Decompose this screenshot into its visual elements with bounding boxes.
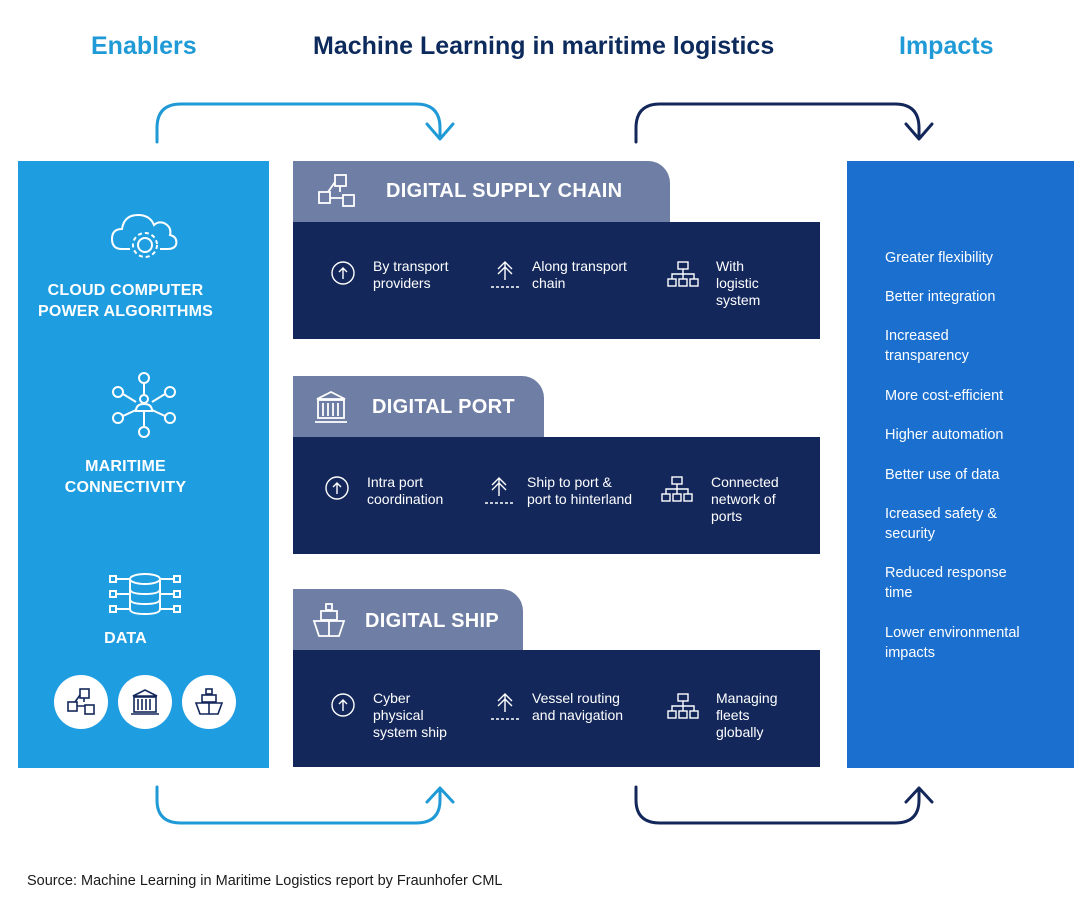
- impact-item: Better use of data: [885, 467, 1000, 483]
- arrow-circle-up-icon: [331, 261, 355, 285]
- digital-supply-chain-box: [293, 222, 820, 339]
- impact-item: More cost-efficient: [885, 388, 1004, 404]
- enablers-heading: Enablers: [91, 32, 197, 60]
- impact-item: Better integration: [885, 289, 996, 305]
- arrow-circle-up-icon: [325, 476, 349, 500]
- cloud-gear-icon: [110, 213, 178, 258]
- digital-port-box: [293, 437, 820, 554]
- section-item-text: Connected network of ports: [711, 474, 779, 524]
- impacts-heading: Impacts: [899, 32, 994, 60]
- impact-item: Icreased safety & security: [885, 506, 998, 542]
- section-title: DIGITAL PORT: [372, 396, 515, 418]
- hierarchy-icon: [661, 476, 693, 502]
- page-title: Machine Learning in maritime logistics: [313, 32, 775, 60]
- section-item-text: Ship to port & port to hinterland: [527, 474, 633, 507]
- port-icon: [315, 390, 347, 423]
- ship-icon: [312, 603, 346, 637]
- top-left-arrowhead: [425, 122, 455, 141]
- impacts-panel: [847, 161, 1074, 768]
- network-hub-icon: [112, 372, 176, 438]
- section-item-text: By transport providers: [373, 258, 449, 291]
- impact-item: Higher automation: [885, 427, 1004, 443]
- section-item-text: Managing fleets globally: [716, 690, 778, 740]
- section-item-text: Cyber physical system ship: [373, 690, 447, 740]
- impact-item: Increased transparency: [885, 328, 969, 364]
- arrow-up-line-icon: [485, 477, 513, 504]
- supply-chain-icon: [67, 688, 95, 715]
- arrow-up-line-icon: [491, 693, 519, 720]
- enabler-cloud-label: CLOUD COMPUTER POWER ALGORITHMS: [37, 282, 214, 320]
- enablers-panel: [18, 161, 269, 768]
- section-item-text: Along transport chain: [532, 258, 627, 291]
- bottom-left-arrowhead: [425, 786, 455, 804]
- ship-circle: [182, 675, 236, 729]
- bottom-right-arrowhead: [904, 786, 934, 804]
- digital-port-tab: [293, 376, 544, 438]
- section-item-text: Vessel routing and navigation: [532, 690, 624, 723]
- database-icon: [109, 573, 181, 616]
- supply-chain-icon: [318, 174, 355, 207]
- arrow-up-line-icon: [491, 261, 519, 288]
- section-item-text: Intra port coordination: [367, 474, 444, 507]
- section-item-text: With logistic system: [716, 258, 761, 308]
- hierarchy-icon: [667, 693, 699, 719]
- bottom-left-flow-arrow: [155, 785, 442, 825]
- impact-item: Lower environmental impacts: [885, 625, 1020, 661]
- hierarchy-icon: [667, 261, 699, 287]
- impact-item: Greater flexibility: [885, 250, 993, 266]
- section-title: DIGITAL SHIP: [365, 610, 499, 632]
- bottom-right-flow-arrow: [634, 785, 921, 825]
- top-right-arrowhead: [904, 122, 934, 141]
- supply-chain-circle: [54, 675, 108, 729]
- impact-item: Reduced response time: [885, 565, 1007, 601]
- arrow-circle-up-icon: [331, 693, 355, 717]
- port-icon: [131, 689, 159, 715]
- enabler-data-label: DATA: [104, 630, 147, 647]
- top-left-flow-arrow: [155, 102, 442, 144]
- enabler-connectivity-label: MARITIME CONNECTIVITY: [64, 458, 187, 496]
- ship-icon: [194, 688, 224, 715]
- digital-ship-box: [293, 650, 820, 767]
- source-note: Source: Machine Learning in Maritime Log…: [27, 873, 503, 889]
- port-circle: [118, 675, 172, 729]
- section-title: DIGITAL SUPPLY CHAIN: [386, 180, 623, 202]
- top-right-flow-arrow: [634, 102, 921, 144]
- digital-supply-chain-tab: [293, 161, 670, 223]
